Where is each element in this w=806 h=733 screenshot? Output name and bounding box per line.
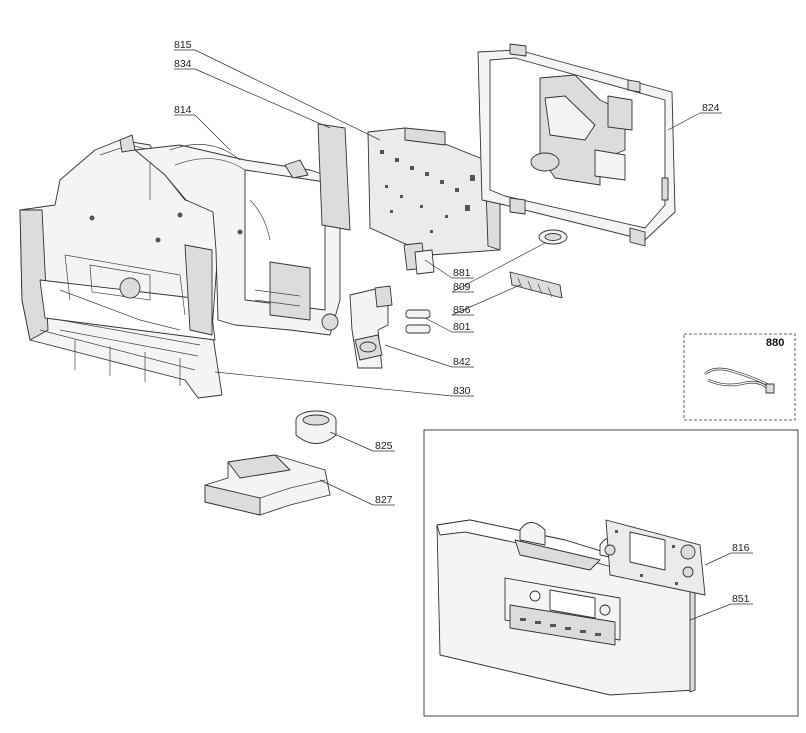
label-825: 825 (375, 440, 393, 452)
part-881-connector (403, 242, 435, 275)
part-827-block (204, 454, 331, 516)
label-827: 827 (375, 494, 393, 506)
part-814-frame (119, 134, 341, 336)
part-labels: 815 834 814 824 881 809 856 801 842 830 … (174, 39, 784, 605)
part-834-plate (317, 123, 351, 231)
label-815: 815 (174, 39, 192, 51)
label-851: 851 (732, 593, 750, 605)
label-814: 814 (174, 104, 192, 116)
label-834: 834 (174, 58, 192, 70)
label-830: 830 (453, 385, 471, 397)
label-801: 801 (453, 321, 471, 333)
part-824-rear-cover (477, 43, 676, 247)
label-842: 842 (453, 356, 471, 368)
label-824: 824 (702, 102, 720, 114)
part-842-bracket (349, 285, 393, 369)
part-825-knob (295, 410, 337, 444)
part-809-grommet (538, 229, 568, 245)
leader-lines (174, 49, 753, 621)
part-816-display-pcb (604, 519, 706, 596)
label-880: 880 (766, 337, 784, 349)
label-881: 881 (453, 267, 471, 279)
assembly-box (423, 429, 799, 717)
label-856: 856 (453, 304, 471, 316)
part-830-casing (19, 139, 223, 399)
label-816: 816 (732, 542, 750, 554)
part-880-cable-box (683, 333, 796, 421)
label-809: 809 (453, 281, 471, 293)
part-856-handle (509, 271, 563, 299)
part-801-fuses (405, 309, 431, 334)
